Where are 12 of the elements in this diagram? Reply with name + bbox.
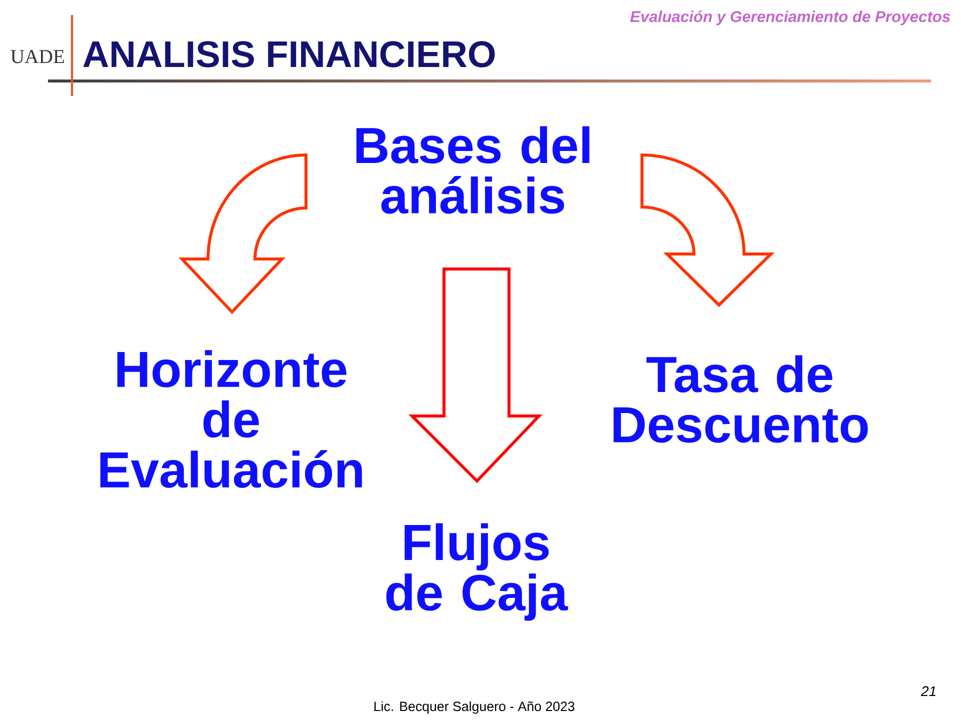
footer-text: Lic. Becquer Salguero - Año 2023 (374, 701, 574, 714)
concept-label: Flujos de Caja (386, 523, 568, 621)
university-name: UADE (10, 50, 64, 64)
header-text: Evaluación y Gerenciamiento de Proyectos (630, 10, 950, 26)
block-arrow (640, 154, 772, 306)
page-number: 21 (920, 686, 936, 696)
concept-label: Horizonte de Evaluación (100, 350, 362, 488)
concept-label: Bases del análisis (356, 126, 590, 214)
block-arrow (180, 154, 308, 314)
concept-label: Tasa de Descuento (614, 355, 868, 443)
slide-title: ANALISIS FINANCIERO (83, 41, 495, 68)
block-arrow (408, 268, 542, 484)
